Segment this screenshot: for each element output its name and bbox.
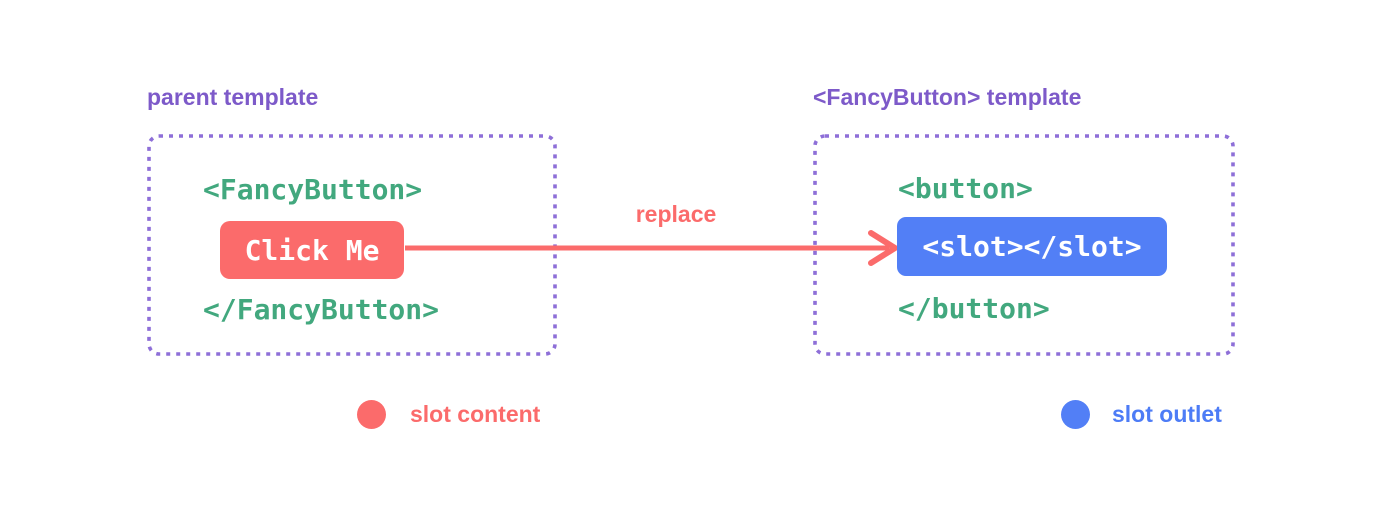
arrow-head-icon bbox=[868, 230, 898, 266]
click-me-button: Click Me bbox=[220, 221, 404, 279]
fancybutton-template-box bbox=[813, 134, 1235, 356]
component-code-open: <button> bbox=[898, 172, 1033, 205]
slot-outlet-dot-icon bbox=[1061, 400, 1090, 429]
parent-code-close: </FancyButton> bbox=[203, 293, 440, 326]
fancybutton-template-title: <FancyButton> template bbox=[813, 84, 1082, 110]
dashed-border bbox=[147, 134, 557, 356]
parent-code-open: <FancyButton> bbox=[203, 173, 423, 206]
slot-outlet-box: <slot></slot> bbox=[897, 217, 1167, 276]
component-code-close: </button> bbox=[898, 292, 1050, 325]
dashed-border bbox=[813, 134, 1235, 356]
parent-template-title: parent template bbox=[147, 84, 319, 110]
slot-content-legend-label: slot content bbox=[410, 401, 541, 427]
slot-content-dot-icon bbox=[357, 400, 386, 429]
slot-outlet-legend-label: slot outlet bbox=[1112, 401, 1222, 427]
parent-template-box bbox=[147, 134, 557, 356]
replace-arrow bbox=[405, 230, 898, 266]
replace-arrow-label: replace bbox=[635, 201, 717, 227]
